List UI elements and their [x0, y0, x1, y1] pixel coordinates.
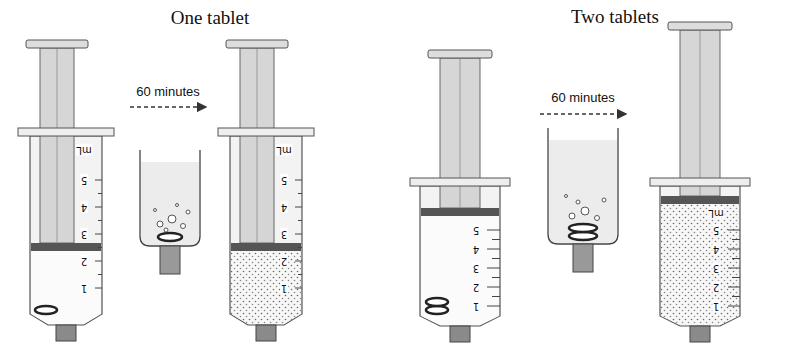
scale-tick: [728, 287, 740, 288]
scale-tick: [728, 306, 740, 307]
scale-tick: [95, 234, 102, 235]
scale-tick: [298, 274, 302, 275]
scale-tick: [295, 234, 302, 235]
scale-tick: [295, 288, 302, 289]
dissolving-cup: [548, 128, 618, 272]
scale-tick: [98, 274, 102, 275]
scale-ticks: [95, 180, 740, 306]
scale-tick: [295, 207, 302, 208]
scale-tick: [95, 207, 102, 208]
scale-tick: [728, 249, 740, 250]
scale-tick: [487, 249, 500, 250]
dissolving-cup: [140, 150, 200, 274]
scale-tick: [487, 230, 500, 231]
scale-tick: [95, 261, 102, 262]
time-arrow: [540, 113, 626, 114]
scale-tick: [298, 220, 302, 221]
scale-tick: [487, 287, 500, 288]
scale-tick: [95, 180, 102, 181]
syringe-before: [18, 40, 114, 341]
scale-tick: [298, 193, 302, 194]
scale-tick: [732, 258, 740, 259]
scale-tick: [98, 193, 102, 194]
scale-tick: [487, 306, 500, 307]
syringe-after: [218, 40, 314, 341]
scale-tick: [95, 288, 102, 289]
scale-tick: [492, 277, 500, 278]
scale-tick: [732, 277, 740, 278]
time-arrow: [130, 106, 206, 107]
scale-tick: [295, 180, 302, 181]
syringe-before: [410, 50, 510, 342]
scale-tick: [487, 268, 500, 269]
scale-tick: [98, 247, 102, 248]
scale-tick: [732, 239, 740, 240]
scale-tick: [492, 239, 500, 240]
scale-tick: [492, 296, 500, 297]
scale-tick: [732, 296, 740, 297]
syringe-after: [650, 22, 750, 342]
scale-tick: [728, 268, 740, 269]
scale-tick: [728, 230, 740, 231]
scale-tick: [298, 247, 302, 248]
scale-tick: [492, 258, 500, 259]
scale-tick: [295, 261, 302, 262]
scale-tick: [98, 220, 102, 221]
